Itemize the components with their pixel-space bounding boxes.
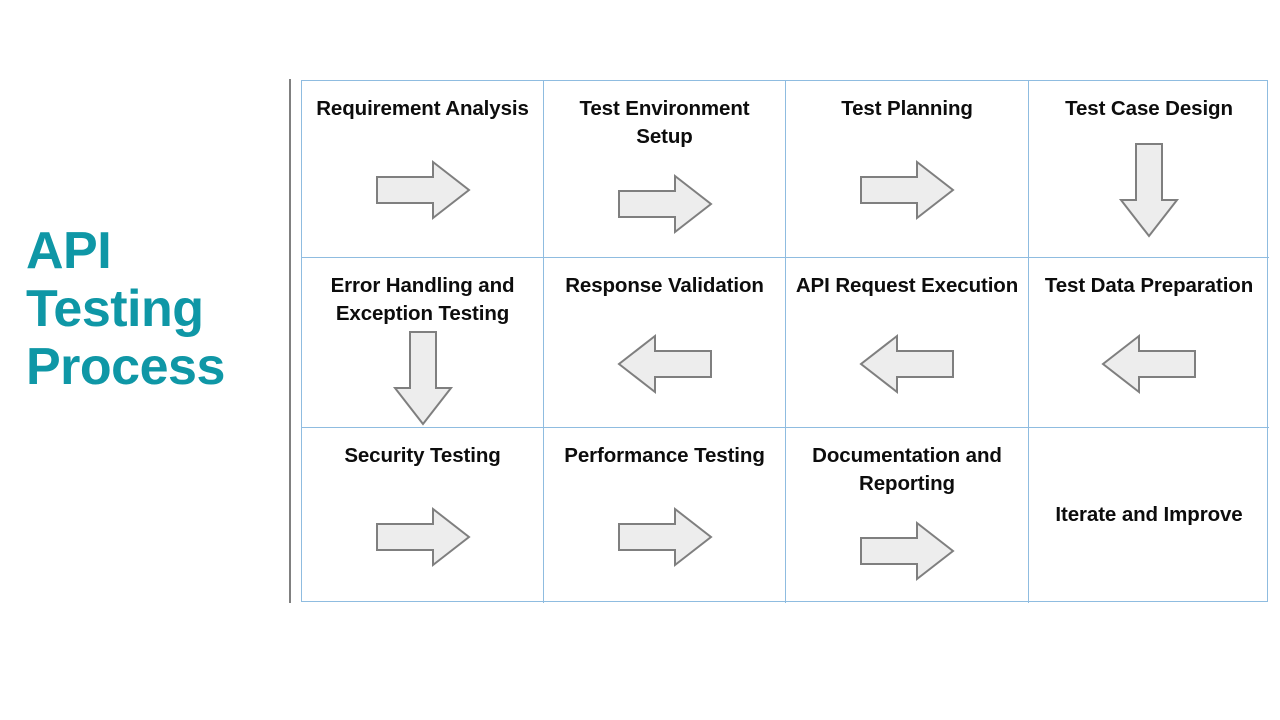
right-arrow-icon [786, 159, 1028, 221]
page-title-line-3: Process [26, 338, 225, 397]
process-step-label: Iterate and Improve [1055, 503, 1243, 527]
process-step-cell[interactable]: Requirement Analysis [302, 81, 544, 258]
process-step-cell[interactable]: Test Environment Setup [544, 81, 786, 258]
process-step-label: API Request Execution [795, 274, 1019, 297]
process-step-label: Documentation and Reporting [812, 444, 1002, 496]
page-title-line-2: Testing [26, 280, 204, 339]
down-arrow-icon [302, 330, 543, 426]
process-step-cell[interactable]: Error Handling and Exception Testing [302, 258, 544, 428]
process-step-label: Response Validation [565, 274, 764, 297]
left-arrow-icon [786, 333, 1028, 395]
process-step-label: Test Data Preparation [1044, 274, 1254, 297]
left-arrow-icon [544, 333, 785, 395]
process-step-label: Test Environment Setup [579, 97, 750, 149]
process-step-cell[interactable]: Test Planning [786, 81, 1029, 258]
process-step-label: Test Planning [841, 97, 973, 120]
page-title: API Testing Process [26, 222, 276, 397]
process-step-cell[interactable]: Security Testing [302, 428, 544, 603]
process-step-label: Performance Testing [564, 444, 765, 467]
process-step-cell[interactable]: API Request Execution [786, 258, 1029, 428]
process-step-cell[interactable]: Documentation and Reporting [786, 428, 1029, 603]
process-step-label: Requirement Analysis [316, 97, 529, 120]
vertical-divider [289, 79, 291, 603]
process-step-label: Test Case Design [1065, 97, 1233, 120]
process-grid: Requirement Analysis Test Environment Set… [301, 80, 1269, 603]
process-step-cell[interactable]: Test Case Design [1029, 81, 1269, 258]
left-arrow-icon [1029, 333, 1269, 395]
process-step-cell[interactable]: Response Validation [544, 258, 786, 428]
down-arrow-icon [1029, 142, 1269, 238]
process-step-cell[interactable]: Test Data Preparation [1029, 258, 1269, 428]
right-arrow-icon [786, 520, 1028, 582]
right-arrow-icon [544, 506, 785, 568]
process-step-label: Security Testing [344, 444, 501, 467]
process-step-label: Error Handling and Exception Testing [330, 274, 515, 326]
page-title-line-1: API [26, 222, 112, 280]
right-arrow-icon [302, 506, 543, 568]
right-arrow-icon [302, 159, 543, 221]
process-step-cell[interactable]: Iterate and Improve [1029, 428, 1269, 603]
right-arrow-icon [544, 173, 785, 235]
process-step-cell[interactable]: Performance Testing [544, 428, 786, 603]
